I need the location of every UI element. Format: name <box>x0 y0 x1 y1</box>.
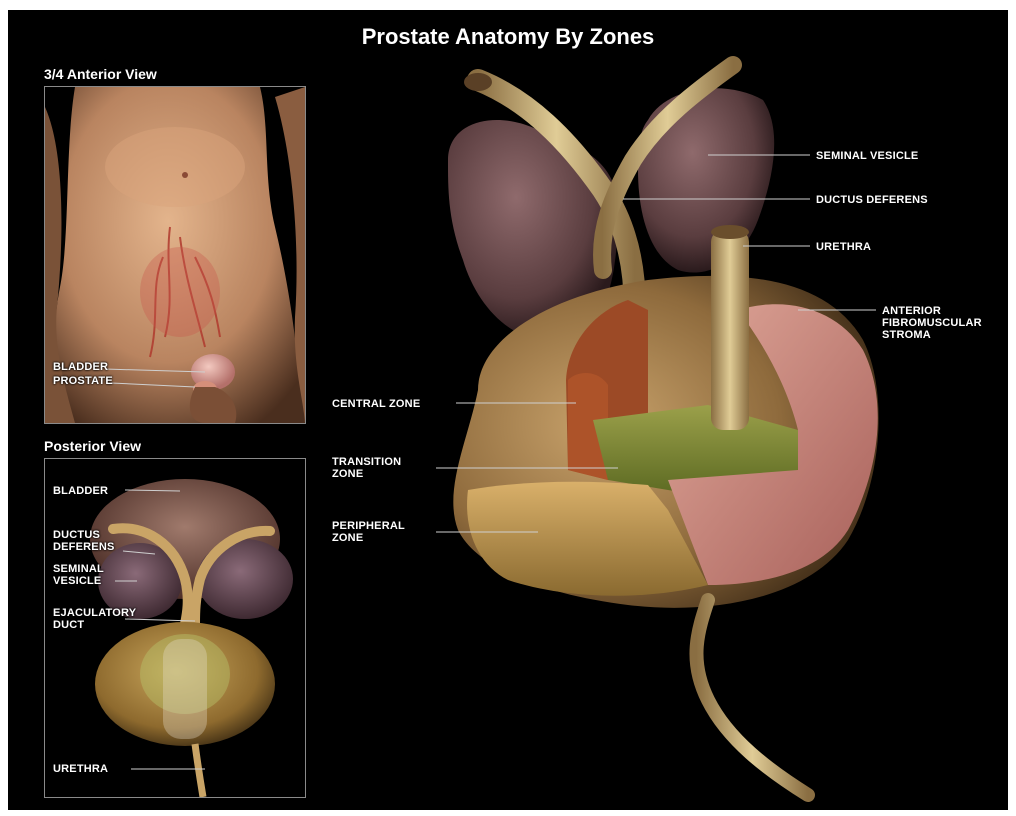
main-ductus-deferens-right <box>602 65 733 270</box>
label-posterior-urethra: URETHRA <box>53 763 108 775</box>
posterior-urethra <box>195 744 203 797</box>
posterior-view-title: Posterior View <box>44 438 141 454</box>
label-posterior-ductus-deferens: DUCTUS DEFERENS <box>53 529 115 553</box>
main-central-zone <box>566 300 648 480</box>
label-posterior-ejaculatory-duct: EJACULATORY DUCT <box>53 607 136 631</box>
main-ductus-deferens-left <box>478 80 635 400</box>
label-anterior-prostate: PROSTATE <box>53 375 113 387</box>
label-main-anterior-fibromuscular-stroma: ANTERIOR FIBROMUSCULAR STROMA <box>882 305 982 341</box>
label-main-transition-zone: TRANSITION ZONE <box>332 456 401 480</box>
main-anterior-fibromuscular-stroma <box>668 304 878 585</box>
main-seminal-vesicle-right <box>638 88 774 272</box>
label-main-urethra: URETHRA <box>816 241 871 253</box>
anterior-view-panel: BLADDER PROSTATE <box>44 86 306 424</box>
main-urethra-lower <box>696 600 808 795</box>
posterior-view-panel: BLADDER DUCTUS DEFERENS SEMINAL VESICLE … <box>44 458 306 798</box>
label-main-seminal-vesicle: SEMINAL VESICLE <box>816 150 918 162</box>
main-peripheral-zone <box>467 482 708 596</box>
anterior-view-title: 3/4 Anterior View <box>44 66 157 82</box>
label-posterior-bladder: BLADDER <box>53 485 108 497</box>
label-main-ductus-deferens: DUCTUS DEFERENS <box>816 194 928 206</box>
main-urethra <box>711 230 749 430</box>
label-main-peripheral-zone: PERIPHERAL ZONE <box>332 520 405 544</box>
main-seminal-vesicle-left <box>448 120 618 342</box>
page-title: Prostate Anatomy By Zones <box>8 24 1008 50</box>
label-anterior-bladder: BLADDER <box>53 361 108 373</box>
main-transition-zone <box>593 405 798 495</box>
main-prostate-capsule <box>453 276 878 608</box>
illustration-canvas: Prostate Anatomy By Zones 3/4 Anterior V… <box>8 10 1008 810</box>
label-posterior-seminal-vesicle: SEMINAL VESICLE <box>53 563 104 587</box>
label-main-central-zone: CENTRAL ZONE <box>332 398 420 410</box>
